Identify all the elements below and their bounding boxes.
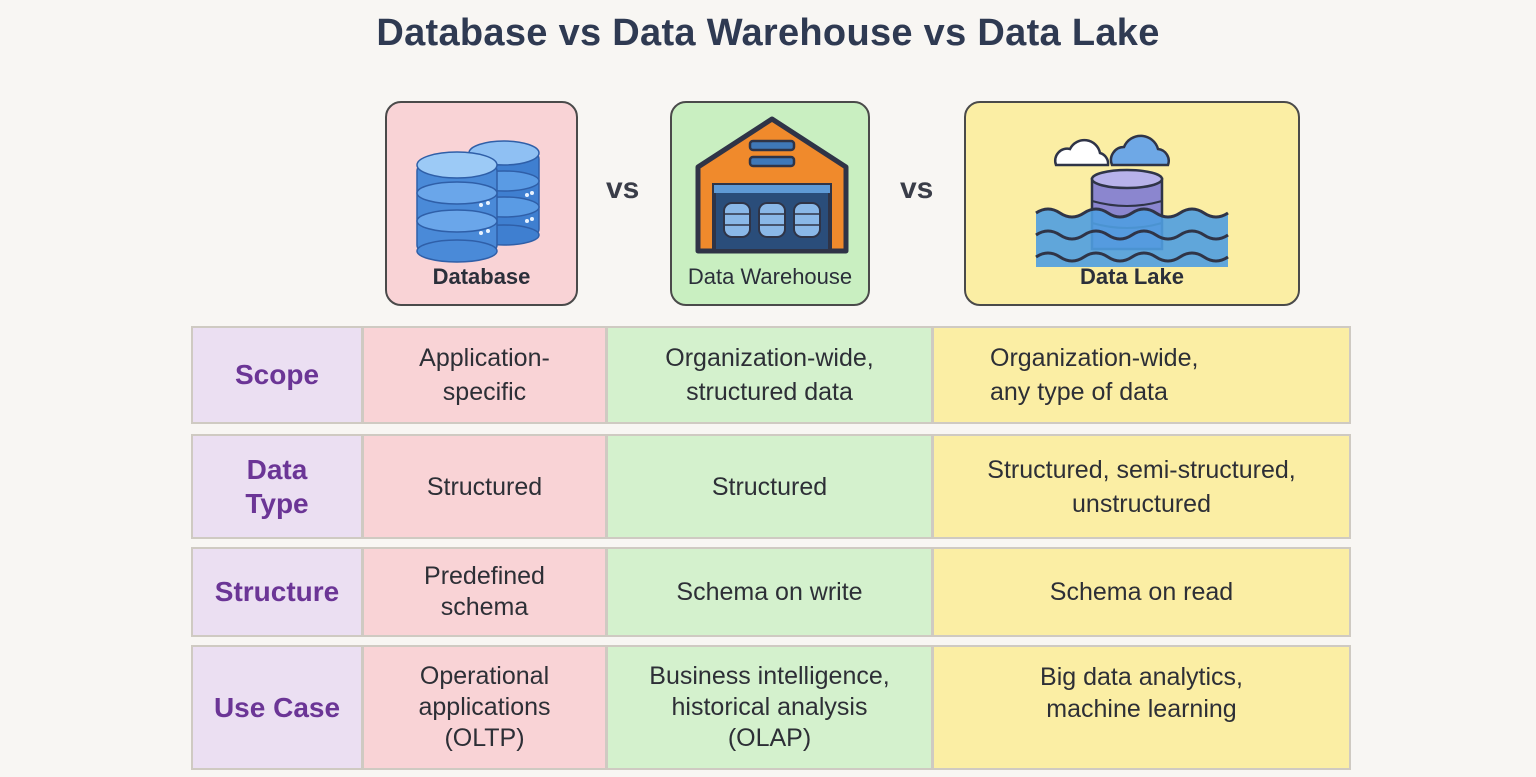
warehouse-structure-cell: Schema on write — [606, 547, 933, 637]
warehouse-card: Data Warehouse — [670, 101, 870, 306]
vs-separator: vs — [900, 172, 934, 205]
warehouse-card-label: Data Warehouse — [687, 264, 853, 289]
lake-card: Data Lake — [964, 101, 1300, 306]
warehouse-use-case-cell: Business intelligence, historical analys… — [606, 645, 933, 770]
database-card-label: Database — [432, 264, 531, 289]
lake-card-label: Data Lake — [1080, 264, 1184, 289]
lake-scope-cell: Organization-wide, any type of data — [932, 326, 1351, 424]
database-scope-cell: Application- specific — [362, 326, 607, 424]
row-header-use-case: Use Case — [191, 645, 363, 770]
warehouse-data-type-cell: Structured — [606, 434, 933, 539]
lake-structure-cell: Schema on read — [932, 547, 1351, 637]
warehouse-scope-cell: Organization-wide, structured data — [606, 326, 933, 424]
page-title: Database vs Data Warehouse vs Data Lake — [376, 12, 1160, 54]
lake-use-case-cell: Big data analytics, machine learning — [932, 645, 1351, 770]
lake-data-type-cell: Structured, semi-structured, unstructure… — [932, 434, 1351, 539]
vs-separator: vs — [606, 172, 640, 205]
database-use-case-cell: Operational applications (OLTP) — [362, 645, 607, 770]
lake-cylinder-icon — [1035, 134, 1229, 267]
database-card: Database — [385, 101, 578, 306]
row-header-structure: Structure — [191, 547, 363, 637]
database-stack-icon — [416, 140, 540, 263]
row-header-data-type: Data Type — [191, 434, 363, 539]
database-data-type-cell: Structured — [362, 434, 607, 539]
warehouse-icon — [695, 116, 849, 254]
database-structure-cell: Predefined schema — [362, 547, 607, 637]
row-header-scope: Scope — [191, 326, 363, 424]
